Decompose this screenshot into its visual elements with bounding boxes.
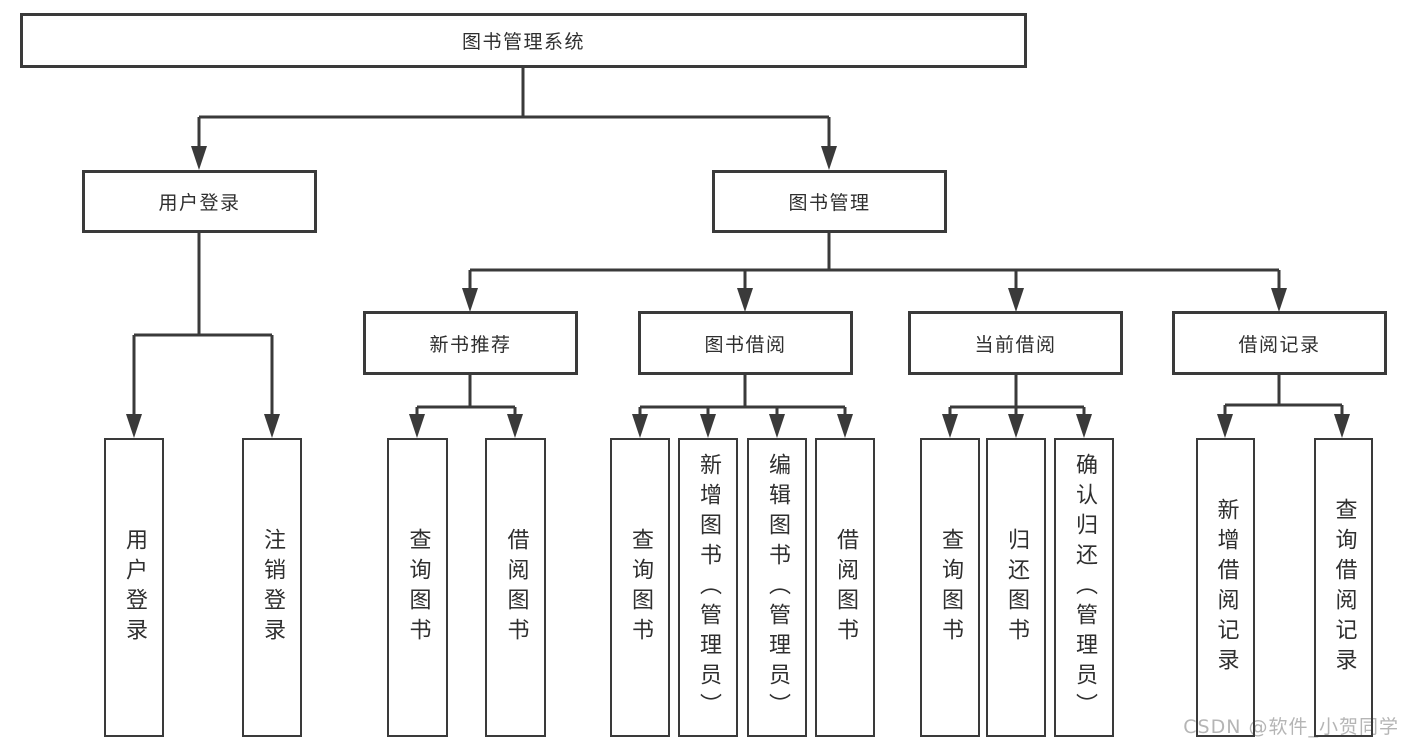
leaf-records-add-record-label: 新增借阅记录 [1213,497,1239,678]
leaf-current-return-books-label: 归还图书 [1004,527,1029,648]
leaf-records-add-record: 新增借阅记录 [1196,438,1255,737]
leaf-current-query-books-label: 查询图书 [938,527,963,648]
leaf-recommend-borrow-books: 借阅图书 [485,438,546,737]
leaf-borrow-add-books-label: 新增图书（管理员） [696,452,721,723]
leaf-borrow-edit-books: 编辑图书（管理员） [747,438,807,737]
leaf-recommend-query-books-label: 查询图书 [405,527,431,648]
leaf-current-return-books: 归还图书 [986,438,1046,737]
node-borrow-records-label: 借阅记录 [1238,333,1321,356]
leaf-logout-login-label: 注销登录 [260,527,285,648]
leaf-borrow-borrow-books: 借阅图书 [815,438,875,737]
node-new-book-recommend: 新书推荐 [363,311,578,375]
leaf-borrow-query-books-label: 查询图书 [628,527,653,648]
node-book-management: 图书管理 [712,170,947,233]
node-borrow-records: 借阅记录 [1172,311,1387,375]
leaf-borrow-edit-books-label: 编辑图书（管理员） [765,452,790,723]
node-new-book-recommend-label: 新书推荐 [429,333,512,356]
csdn-watermark: CSDN @软件_小贺同学 [1183,716,1399,738]
leaf-records-query-record-label: 查询借阅记录 [1331,497,1357,678]
leaf-borrow-borrow-books-label: 借阅图书 [833,527,858,648]
node-book-management-label: 图书管理 [788,192,871,214]
node-book-borrow-label: 图书借阅 [704,333,787,356]
node-current-borrow: 当前借阅 [908,311,1123,375]
leaf-borrow-add-books: 新增图书（管理员） [678,438,738,737]
leaf-logout-login: 注销登录 [242,438,302,737]
leaf-records-query-record: 查询借阅记录 [1314,438,1373,737]
leaf-current-confirm-return-label: 确认归还（管理员） [1072,452,1097,723]
leaf-borrow-query-books: 查询图书 [610,438,670,737]
node-book-borrow: 图书借阅 [638,311,853,375]
leaf-current-query-books: 查询图书 [920,438,980,737]
connector-arrow-shafts [132,117,1344,424]
node-current-borrow-label: 当前借阅 [974,333,1057,356]
node-user-login: 用户登录 [82,170,317,233]
leaf-user-login-label: 用户登录 [122,527,147,648]
node-root: 图书管理系统 [20,13,1027,68]
leaf-recommend-borrow-books-label: 借阅图书 [503,527,529,648]
leaf-user-login: 用户登录 [104,438,164,737]
leaf-current-confirm-return: 确认归还（管理员） [1054,438,1114,737]
node-user-login-label: 用户登录 [158,192,241,214]
node-root-label: 图书管理系统 [461,31,585,53]
leaf-recommend-query-books: 查询图书 [387,438,448,737]
